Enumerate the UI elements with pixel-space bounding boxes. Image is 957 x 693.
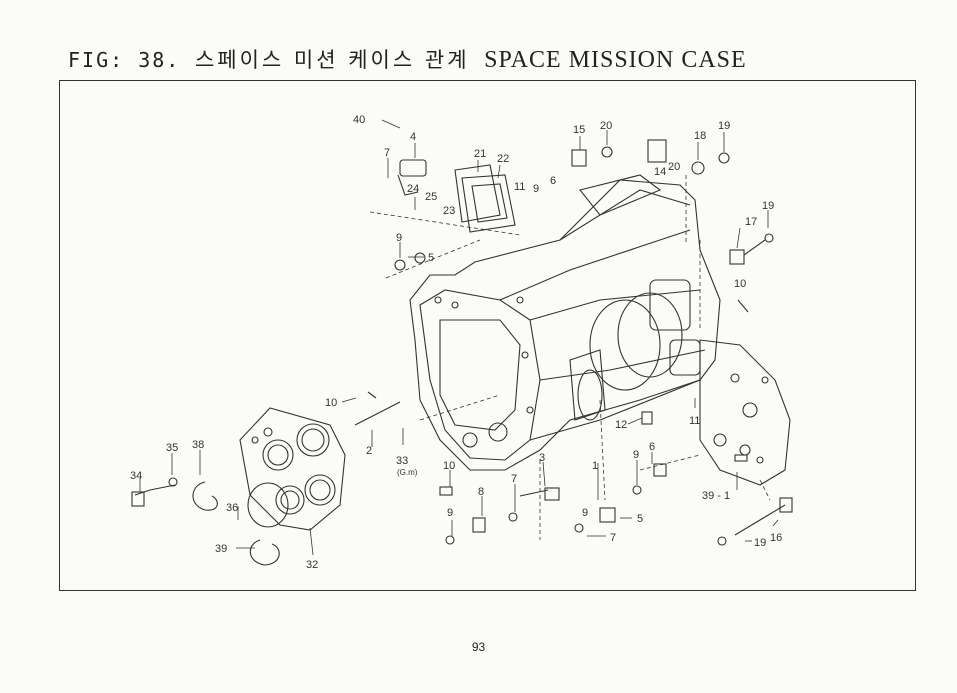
- top-cover-plate: [454, 164, 516, 233]
- callout-6: 6: [550, 175, 556, 187]
- callout-33: 33: [396, 455, 408, 467]
- mission-case-body: [409, 174, 721, 471]
- callout-12: 12: [615, 419, 627, 431]
- callout-35: 35: [166, 442, 178, 454]
- callout-17: 17: [745, 216, 757, 228]
- assembly-guide-lines: [369, 175, 771, 540]
- callout-39-1: 39 - 1: [702, 490, 730, 502]
- callout-23: 23: [443, 205, 455, 217]
- leader-lines: [139, 119, 779, 556]
- page-number: 93: [471, 640, 486, 654]
- callout-24: 24: [407, 183, 419, 195]
- callout-18: 18: [694, 130, 706, 142]
- callout-40: 40: [353, 114, 365, 126]
- callout-19-b: 19: [762, 200, 774, 212]
- callout-19-c: 19: [754, 537, 766, 549]
- callout-39: 39: [215, 543, 227, 555]
- callout-7-c: 7: [610, 532, 616, 544]
- callout-34: 34: [130, 470, 142, 482]
- callout-4: 4: [410, 131, 416, 143]
- callout-36: 36: [226, 502, 238, 514]
- callout-22: 22: [497, 153, 509, 165]
- callout-15: 15: [573, 124, 585, 136]
- callout-8: 8: [478, 486, 484, 498]
- callout-9-c: 9: [633, 449, 639, 461]
- callout-32: 32: [306, 559, 318, 571]
- figure-label: FIG: 38.: [68, 48, 181, 72]
- title-english: SPACE MISSION CASE: [484, 47, 747, 73]
- callout-33-sub: (G.m): [397, 468, 418, 477]
- callout-20-b: 20: [668, 161, 680, 173]
- snap-ring-38: [192, 481, 218, 511]
- callout-10-c: 10: [443, 460, 455, 472]
- callout-6-b: 6: [649, 441, 655, 453]
- callout-5: 5: [428, 252, 434, 264]
- callout-14: 14: [654, 166, 666, 178]
- bolts-and-nuts: [131, 139, 793, 546]
- figure-title: FIG: 38. 스페이스 미션 케이스 관계 SPACE MISSION CA…: [68, 44, 747, 74]
- callout-1: 1: [592, 460, 598, 472]
- side-plate: [699, 339, 791, 486]
- callout-9: 9: [533, 183, 539, 195]
- callout-7-b: 7: [511, 473, 517, 485]
- callout-7: 7: [384, 147, 390, 159]
- callout-9-e: 9: [582, 507, 588, 519]
- title-korean: 스페이스 미션 케이스 관계: [194, 48, 470, 72]
- callout-5-b: 5: [637, 513, 643, 525]
- callout-9-b: 9: [396, 232, 402, 244]
- callout-16: 16: [770, 532, 782, 544]
- callout-10: 10: [734, 278, 746, 290]
- callout-19: 19: [718, 120, 730, 132]
- callout-38: 38: [192, 439, 204, 451]
- callout-9-d: 9: [447, 507, 453, 519]
- callout-11-b: 11: [689, 415, 700, 427]
- callout-3: 3: [539, 452, 545, 464]
- callout-10-b: 10: [325, 397, 337, 409]
- callout-20: 20: [600, 120, 612, 132]
- callout-2: 2: [366, 445, 372, 457]
- snap-ring-39: [249, 539, 280, 566]
- front-cover-housing: [239, 407, 346, 531]
- callout-11: 11: [514, 181, 525, 193]
- callout-25: 25: [425, 191, 437, 203]
- callout-21: 21: [474, 148, 486, 160]
- diagram-frame: [59, 80, 916, 591]
